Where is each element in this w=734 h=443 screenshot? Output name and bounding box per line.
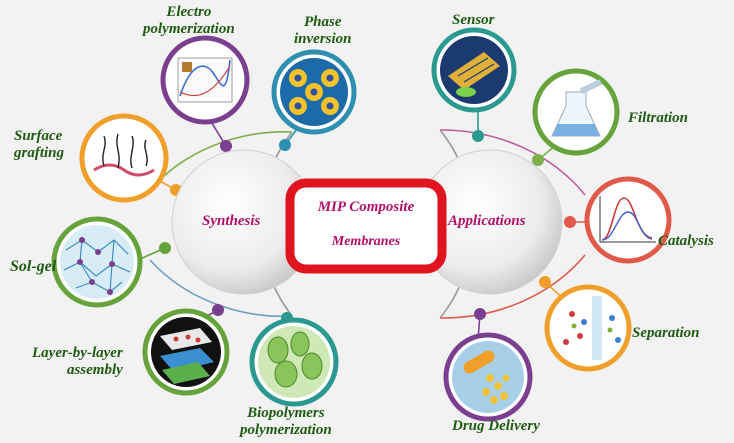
separation-image bbox=[544, 284, 632, 372]
layer-by-layer-label: Layer-by-layer assembly bbox=[32, 345, 123, 378]
filtration-image bbox=[532, 68, 620, 156]
separation-label: Separation bbox=[632, 325, 700, 341]
surface-grafting-image bbox=[79, 113, 169, 203]
synthesis-hub-label: Synthesis bbox=[202, 213, 261, 229]
filtration-label: Filtration bbox=[628, 110, 689, 126]
center-frame bbox=[285, 178, 447, 274]
drug-delivery-image bbox=[443, 332, 533, 422]
phase-inversion-label: Phase inversion bbox=[294, 14, 352, 47]
center-subtitle: Membranes bbox=[331, 234, 401, 249]
sensor-image bbox=[431, 27, 517, 113]
sol-gel-image bbox=[51, 216, 143, 308]
sensor-label: Sensor bbox=[452, 12, 495, 28]
biopolymers-image bbox=[249, 317, 339, 407]
catalysis-image bbox=[584, 176, 672, 264]
applications-arc-upper bbox=[439, 129, 586, 196]
applications-arc-lower bbox=[439, 254, 586, 319]
electro-polymerization-image bbox=[160, 35, 250, 125]
center-title: MIP Composite bbox=[317, 199, 415, 215]
applications-hub-label: Applications bbox=[448, 213, 526, 229]
drug-delivery-label: Drug Delivery bbox=[452, 418, 540, 434]
catalysis-label: Catalysis bbox=[658, 233, 714, 249]
surface-grafting-label: Surface grafting bbox=[14, 128, 65, 161]
phase-inversion-image bbox=[271, 49, 357, 135]
biopolymers-polymerization-label: Biopolymers polymerization bbox=[240, 405, 332, 438]
electro-polymerization-label: Electro polymerization bbox=[143, 4, 235, 37]
layer-by-layer-image bbox=[142, 308, 230, 396]
synthesis-arc-lower bbox=[149, 259, 293, 318]
sol-gel-label: Sol-gel bbox=[10, 258, 57, 275]
